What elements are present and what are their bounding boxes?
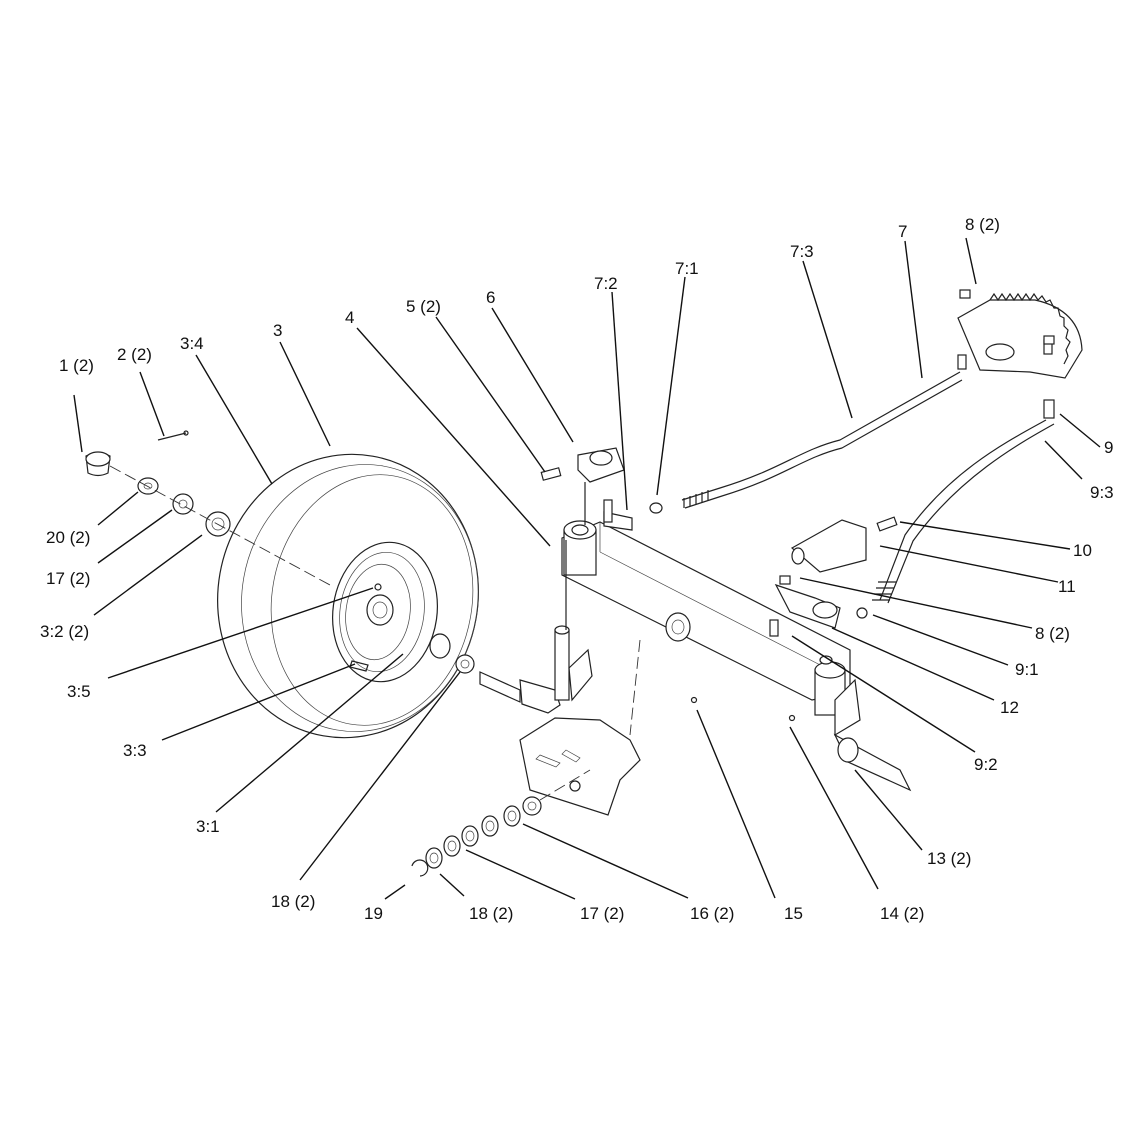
leader-3-3 bbox=[161, 663, 356, 741]
leader-14 bbox=[789, 726, 879, 890]
callout-11: 11 bbox=[1058, 577, 1076, 596]
callout-3-1: 3:1 bbox=[196, 817, 220, 836]
callout-9-1: 9:1 bbox=[1015, 660, 1039, 679]
steering-pivot-assembly bbox=[769, 516, 898, 637]
callout-2: 2 (2) bbox=[117, 345, 152, 364]
leader-4 bbox=[356, 327, 551, 547]
callout-10: 10 bbox=[1073, 541, 1092, 560]
leader-2 bbox=[139, 371, 165, 437]
leader-6 bbox=[491, 307, 574, 443]
leader-9 bbox=[1059, 413, 1101, 448]
steering-arm bbox=[540, 447, 625, 630]
spindle-left bbox=[429, 625, 593, 714]
callout-17b: 17 (2) bbox=[580, 904, 624, 923]
leader-15 bbox=[696, 709, 776, 899]
callout-labels: 1 (2) 2 (2) 3:4 3 4 5 (2) 6 7:2 7:1 7:3 … bbox=[40, 215, 1114, 923]
callout-9-2: 9:2 bbox=[974, 755, 998, 774]
callout-8a: 8 (2) bbox=[965, 215, 1000, 234]
callout-6: 6 bbox=[486, 288, 495, 307]
leader-lines bbox=[73, 237, 1101, 900]
front-axle bbox=[561, 520, 851, 716]
leader-5 bbox=[435, 316, 546, 473]
tire-wheel-assembly bbox=[217, 453, 479, 739]
leader-9-1 bbox=[872, 614, 1009, 666]
callout-18a: 18 (2) bbox=[271, 892, 315, 911]
callout-9: 9 bbox=[1104, 438, 1113, 457]
leader-18a bbox=[299, 671, 461, 881]
leader-3-4 bbox=[195, 354, 273, 485]
callout-4: 4 bbox=[345, 308, 354, 327]
leader-7-1 bbox=[656, 276, 686, 496]
leader-9-3 bbox=[1044, 440, 1083, 480]
callout-12: 12 bbox=[1000, 698, 1019, 717]
callout-7-1: 7:1 bbox=[675, 259, 699, 278]
callout-14: 14 (2) bbox=[880, 904, 924, 923]
leader-13 bbox=[854, 769, 923, 851]
leader-8b bbox=[799, 577, 1033, 629]
callout-19: 19 bbox=[364, 904, 383, 923]
drag-link bbox=[872, 399, 1055, 604]
drawing-parts bbox=[85, 289, 1083, 877]
leader-3 bbox=[279, 341, 331, 447]
callout-3-3: 3:3 bbox=[123, 741, 147, 760]
callout-1: 1 (2) bbox=[59, 356, 94, 375]
callout-3: 3 bbox=[273, 321, 282, 340]
leader-11 bbox=[879, 545, 1059, 583]
leader-17b bbox=[465, 849, 576, 900]
callout-7-2: 7:2 bbox=[594, 274, 618, 293]
callout-20: 20 (2) bbox=[46, 528, 90, 547]
leader-7 bbox=[904, 240, 923, 379]
callout-3-4: 3:4 bbox=[180, 334, 204, 353]
leader-7-3 bbox=[802, 260, 853, 419]
callout-9-3: 9:3 bbox=[1090, 483, 1114, 502]
callout-15: 15 bbox=[784, 904, 803, 923]
leader-16 bbox=[522, 823, 689, 899]
callout-3-5: 3:5 bbox=[67, 682, 91, 701]
steering-sector-plate bbox=[957, 289, 1083, 379]
callout-5: 5 (2) bbox=[406, 297, 441, 316]
leader-8a bbox=[965, 237, 977, 285]
leader-3-5 bbox=[107, 587, 374, 679]
callout-17a: 17 (2) bbox=[46, 569, 90, 588]
axle-mount-plate bbox=[519, 639, 641, 816]
spindle-right bbox=[788, 678, 912, 792]
leader-17a bbox=[97, 509, 173, 564]
tie-rod-end-left bbox=[603, 499, 663, 531]
callout-7: 7 bbox=[898, 222, 907, 241]
callout-3-2: 3:2 (2) bbox=[40, 622, 89, 641]
hub-hardware-outer bbox=[85, 430, 331, 586]
callout-18b: 18 (2) bbox=[469, 904, 513, 923]
leader-12 bbox=[831, 627, 995, 701]
leader-3-2 bbox=[93, 534, 203, 616]
tie-rod bbox=[681, 371, 963, 509]
leader-1 bbox=[73, 394, 83, 453]
leader-19 bbox=[384, 884, 406, 900]
washer-stack bbox=[411, 769, 591, 877]
callout-16: 16 (2) bbox=[690, 904, 734, 923]
callout-7-3: 7:3 bbox=[790, 242, 814, 261]
leader-20 bbox=[97, 491, 139, 526]
leader-3-1 bbox=[215, 653, 404, 813]
leader-18b bbox=[439, 873, 465, 897]
callout-8b: 8 (2) bbox=[1035, 624, 1070, 643]
leader-7-2 bbox=[611, 291, 628, 511]
callout-13: 13 (2) bbox=[927, 849, 971, 868]
leader-10 bbox=[899, 521, 1071, 550]
leader-9-2 bbox=[791, 635, 976, 753]
